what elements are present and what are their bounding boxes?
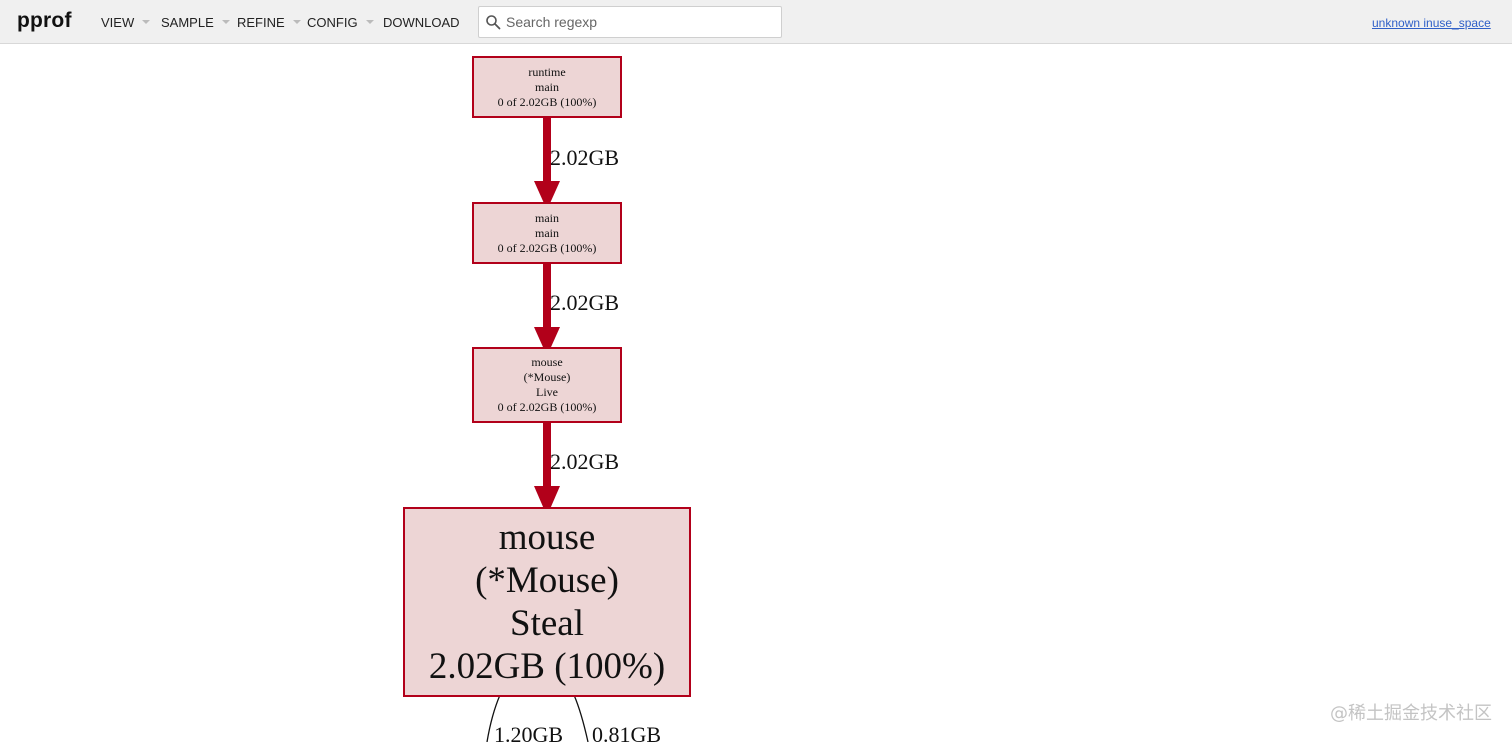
menu-download[interactable]: DOWNLOAD: [383, 15, 460, 30]
search-input[interactable]: [506, 11, 776, 33]
graph-edge[interactable]: [534, 117, 560, 210]
chevron-down-icon: [142, 20, 151, 24]
graph-node-runtime-main[interactable]: runtime main 0 of 2.02GB (100%): [472, 56, 622, 118]
graph-edge[interactable]: [534, 422, 560, 516]
menu-config[interactable]: CONFIG: [307, 15, 374, 30]
chevron-down-icon: [365, 20, 374, 24]
node-line: mouse: [498, 517, 596, 558]
node-line: Steal: [510, 603, 584, 644]
node-line: 0 of 2.02GB (100%): [497, 240, 597, 255]
edge-label: 1.20GB: [494, 722, 564, 747]
profile-link[interactable]: unknown inuse_space: [1372, 16, 1491, 30]
search-box: [478, 6, 782, 38]
graph-node-main-main[interactable]: main main 0 of 2.02GB (100%): [472, 202, 622, 264]
graph-edge[interactable]: [486, 694, 501, 742]
node-line: 0 of 2.02GB (100%): [497, 400, 597, 414]
node-line: (*Mouse): [523, 370, 571, 384]
menu-sample-label: SAMPLE: [161, 15, 214, 30]
menu-config-label: CONFIG: [307, 15, 358, 30]
watermark: @稀土掘金技术社区: [1330, 703, 1492, 724]
edge-label: 2.02GB: [550, 145, 620, 170]
node-line: (*Mouse): [475, 560, 619, 601]
toolbar: pprof VIEW SAMPLE REFINE CONFIG DOWNLOAD…: [0, 0, 1512, 44]
chevron-down-icon: [221, 20, 230, 24]
node-line: runtime: [528, 64, 566, 79]
node-line: 2.02GB (100%): [428, 646, 666, 687]
menu-view-label: VIEW: [101, 15, 135, 30]
menu-refine-label: REFINE: [237, 15, 285, 30]
menu-sample[interactable]: SAMPLE: [161, 15, 230, 30]
node-line: main: [535, 210, 559, 225]
node-line: main: [535, 79, 559, 94]
menu-refine[interactable]: REFINE: [237, 15, 301, 30]
menu-view[interactable]: VIEW: [101, 15, 151, 30]
graph-edge[interactable]: [573, 694, 589, 742]
graph-edge[interactable]: [534, 263, 560, 356]
edge-label: 2.02GB: [550, 449, 620, 474]
graph-node-mouse-live[interactable]: mouse (*Mouse) Live 0 of 2.02GB (100%): [472, 347, 622, 423]
node-line: 0 of 2.02GB (100%): [497, 94, 597, 109]
menu-download-label: DOWNLOAD: [383, 15, 460, 30]
node-line: Live: [536, 385, 558, 399]
search-icon: [486, 15, 501, 30]
chevron-down-icon: [292, 20, 301, 24]
node-line: main: [535, 225, 559, 240]
graph-node-mouse-steal[interactable]: mouse (*Mouse) Steal 2.02GB (100%): [403, 507, 691, 697]
edges-layer: [486, 117, 589, 742]
edge-label: 2.02GB: [550, 290, 620, 315]
pprof-logo[interactable]: pprof: [17, 9, 72, 32]
node-line: mouse: [531, 355, 563, 369]
edge-label: 0.81GB: [592, 722, 662, 747]
